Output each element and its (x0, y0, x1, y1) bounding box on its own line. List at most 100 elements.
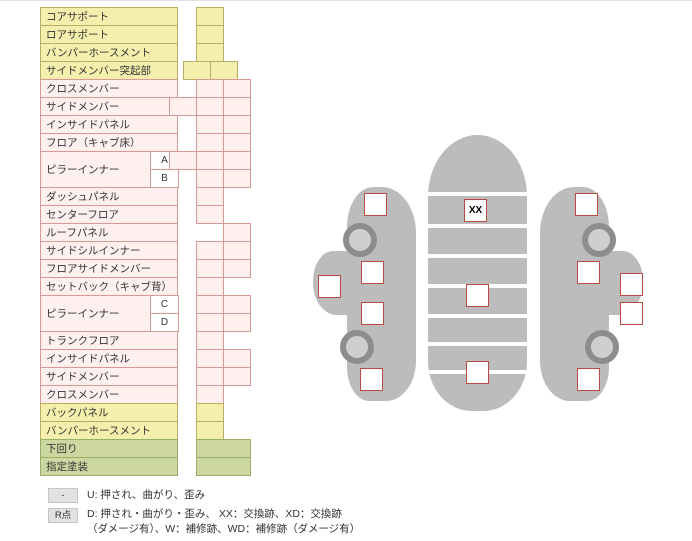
wheel-icon (585, 330, 619, 364)
damage-cell (223, 259, 251, 278)
damage-cell (210, 61, 238, 80)
damage-cell (196, 367, 224, 386)
part-label: クロスメンバー (40, 385, 178, 404)
part-label: センターフロア (40, 205, 178, 224)
damage-cell (196, 241, 224, 260)
part-label: インサイドパネル (40, 349, 178, 368)
damage-cell (196, 457, 251, 476)
inspection-point-marker (620, 302, 643, 325)
damage-cell (223, 169, 251, 188)
inspection-point-marker (466, 284, 489, 307)
panel-divider (428, 192, 527, 196)
damage-cell (196, 205, 224, 224)
damage-cell (196, 115, 224, 134)
part-label: ピラーインナー (40, 295, 151, 332)
part-sublabel: D (150, 313, 179, 332)
legend-text: D: 押され・曲がり・歪み、 XX：交換跡、XD：交換跡 （ダメージ有）、W：補… (87, 507, 360, 537)
damage-cell (196, 331, 224, 350)
damage-cell (196, 439, 251, 458)
inspection-point-marker (318, 275, 341, 298)
legend-tag: - (48, 488, 78, 503)
damage-cell (196, 7, 224, 26)
legend-text-line: D: 押され・曲がり・歪み、 XX：交換跡、XD：交換跡 (87, 508, 342, 520)
damage-cell (223, 367, 251, 386)
damage-cell (169, 151, 197, 170)
damage-cell (183, 61, 211, 80)
damage-cell (223, 79, 251, 98)
part-label: バンパーホースメント (40, 421, 178, 440)
part-label: セットバック（キャブ背） (40, 277, 178, 296)
damage-cell (196, 313, 224, 332)
damage-cell (223, 295, 251, 314)
part-label: クロスメンバー (40, 79, 178, 98)
wheel-icon (343, 223, 377, 257)
damage-cell (196, 295, 224, 314)
part-label: ルーフパネル (40, 223, 178, 242)
damage-cell (223, 151, 251, 170)
damage-cell (196, 151, 224, 170)
inspection-point-marker (360, 368, 383, 391)
damage-cell (196, 187, 224, 206)
damage-cell (169, 97, 197, 116)
damage-cell (196, 277, 224, 296)
wheel-icon (582, 223, 616, 257)
legend-text-line: （ダメージ有）、W：補修跡、WD：補修跡（ダメージ有） (87, 523, 361, 535)
part-sublabel: C (150, 295, 179, 314)
damage-cell (196, 79, 224, 98)
damage-cell (196, 169, 224, 188)
inspection-point-marker (575, 193, 598, 216)
wheel-icon (340, 330, 374, 364)
part-label: トランクフロア (40, 331, 178, 350)
parts-table: コアサポートロアサポートバンパーホースメントサイドメンバー突起部クロスメンバーサ… (40, 7, 255, 482)
damage-cell (196, 385, 224, 404)
part-label: サイドメンバー突起部 (40, 61, 178, 80)
damage-cell (223, 115, 251, 134)
damage-cell (196, 403, 224, 422)
damage-cell (196, 349, 224, 368)
part-label: ダッシュパネル (40, 187, 178, 206)
part-label: サイドシルインナー (40, 241, 178, 260)
inspection-point-marker (364, 193, 387, 216)
panel-divider (428, 342, 527, 346)
part-label: バンパーホースメント (40, 43, 178, 62)
inspection-point-marker (577, 368, 600, 391)
part-label: 指定塗装 (40, 457, 178, 476)
part-label: ピラーインナー (40, 151, 151, 188)
damage-cell (196, 133, 224, 152)
part-label: 下回り (40, 439, 178, 458)
part-label: バックパネル (40, 403, 178, 422)
inspection-point-marker (466, 361, 489, 384)
panel-divider (428, 314, 527, 318)
part-label: サイドメンバー (40, 367, 178, 386)
part-label: フロア（キャブ床） (40, 133, 178, 152)
part-label: サイドメンバー (40, 97, 178, 116)
panel-divider (428, 224, 527, 228)
inspection-point-marker (361, 302, 384, 325)
damage-cell (196, 97, 224, 116)
damage-cell (196, 43, 224, 62)
car-left-side-view (347, 187, 416, 401)
damage-cell (223, 133, 251, 152)
legend: - U: 押され、曲がり、歪み R点 D: 押され・曲がり・歪み、 XX：交換跡… (48, 487, 360, 541)
damage-cell (223, 223, 251, 242)
panel-divider (428, 254, 527, 258)
part-label: フロアサイドメンバー (40, 259, 178, 278)
part-label: ロアサポート (40, 25, 178, 44)
replacement-marker: XX (464, 199, 487, 222)
part-label: インサイドパネル (40, 115, 178, 134)
legend-row: - U: 押され、曲がり、歪み (48, 487, 360, 503)
inspection-point-marker (620, 273, 643, 296)
damage-cell (196, 259, 224, 278)
inspection-point-marker (577, 261, 600, 284)
legend-tag: R点 (48, 508, 78, 523)
damage-cell (223, 313, 251, 332)
part-sublabel: B (150, 169, 179, 188)
damage-cell (223, 349, 251, 368)
part-label: コアサポート (40, 7, 178, 26)
damage-cell (196, 421, 224, 440)
legend-text: U: 押され、曲がり、歪み (87, 489, 206, 501)
damage-cell (196, 25, 224, 44)
damage-cell (223, 97, 251, 116)
damage-cell (223, 241, 251, 260)
